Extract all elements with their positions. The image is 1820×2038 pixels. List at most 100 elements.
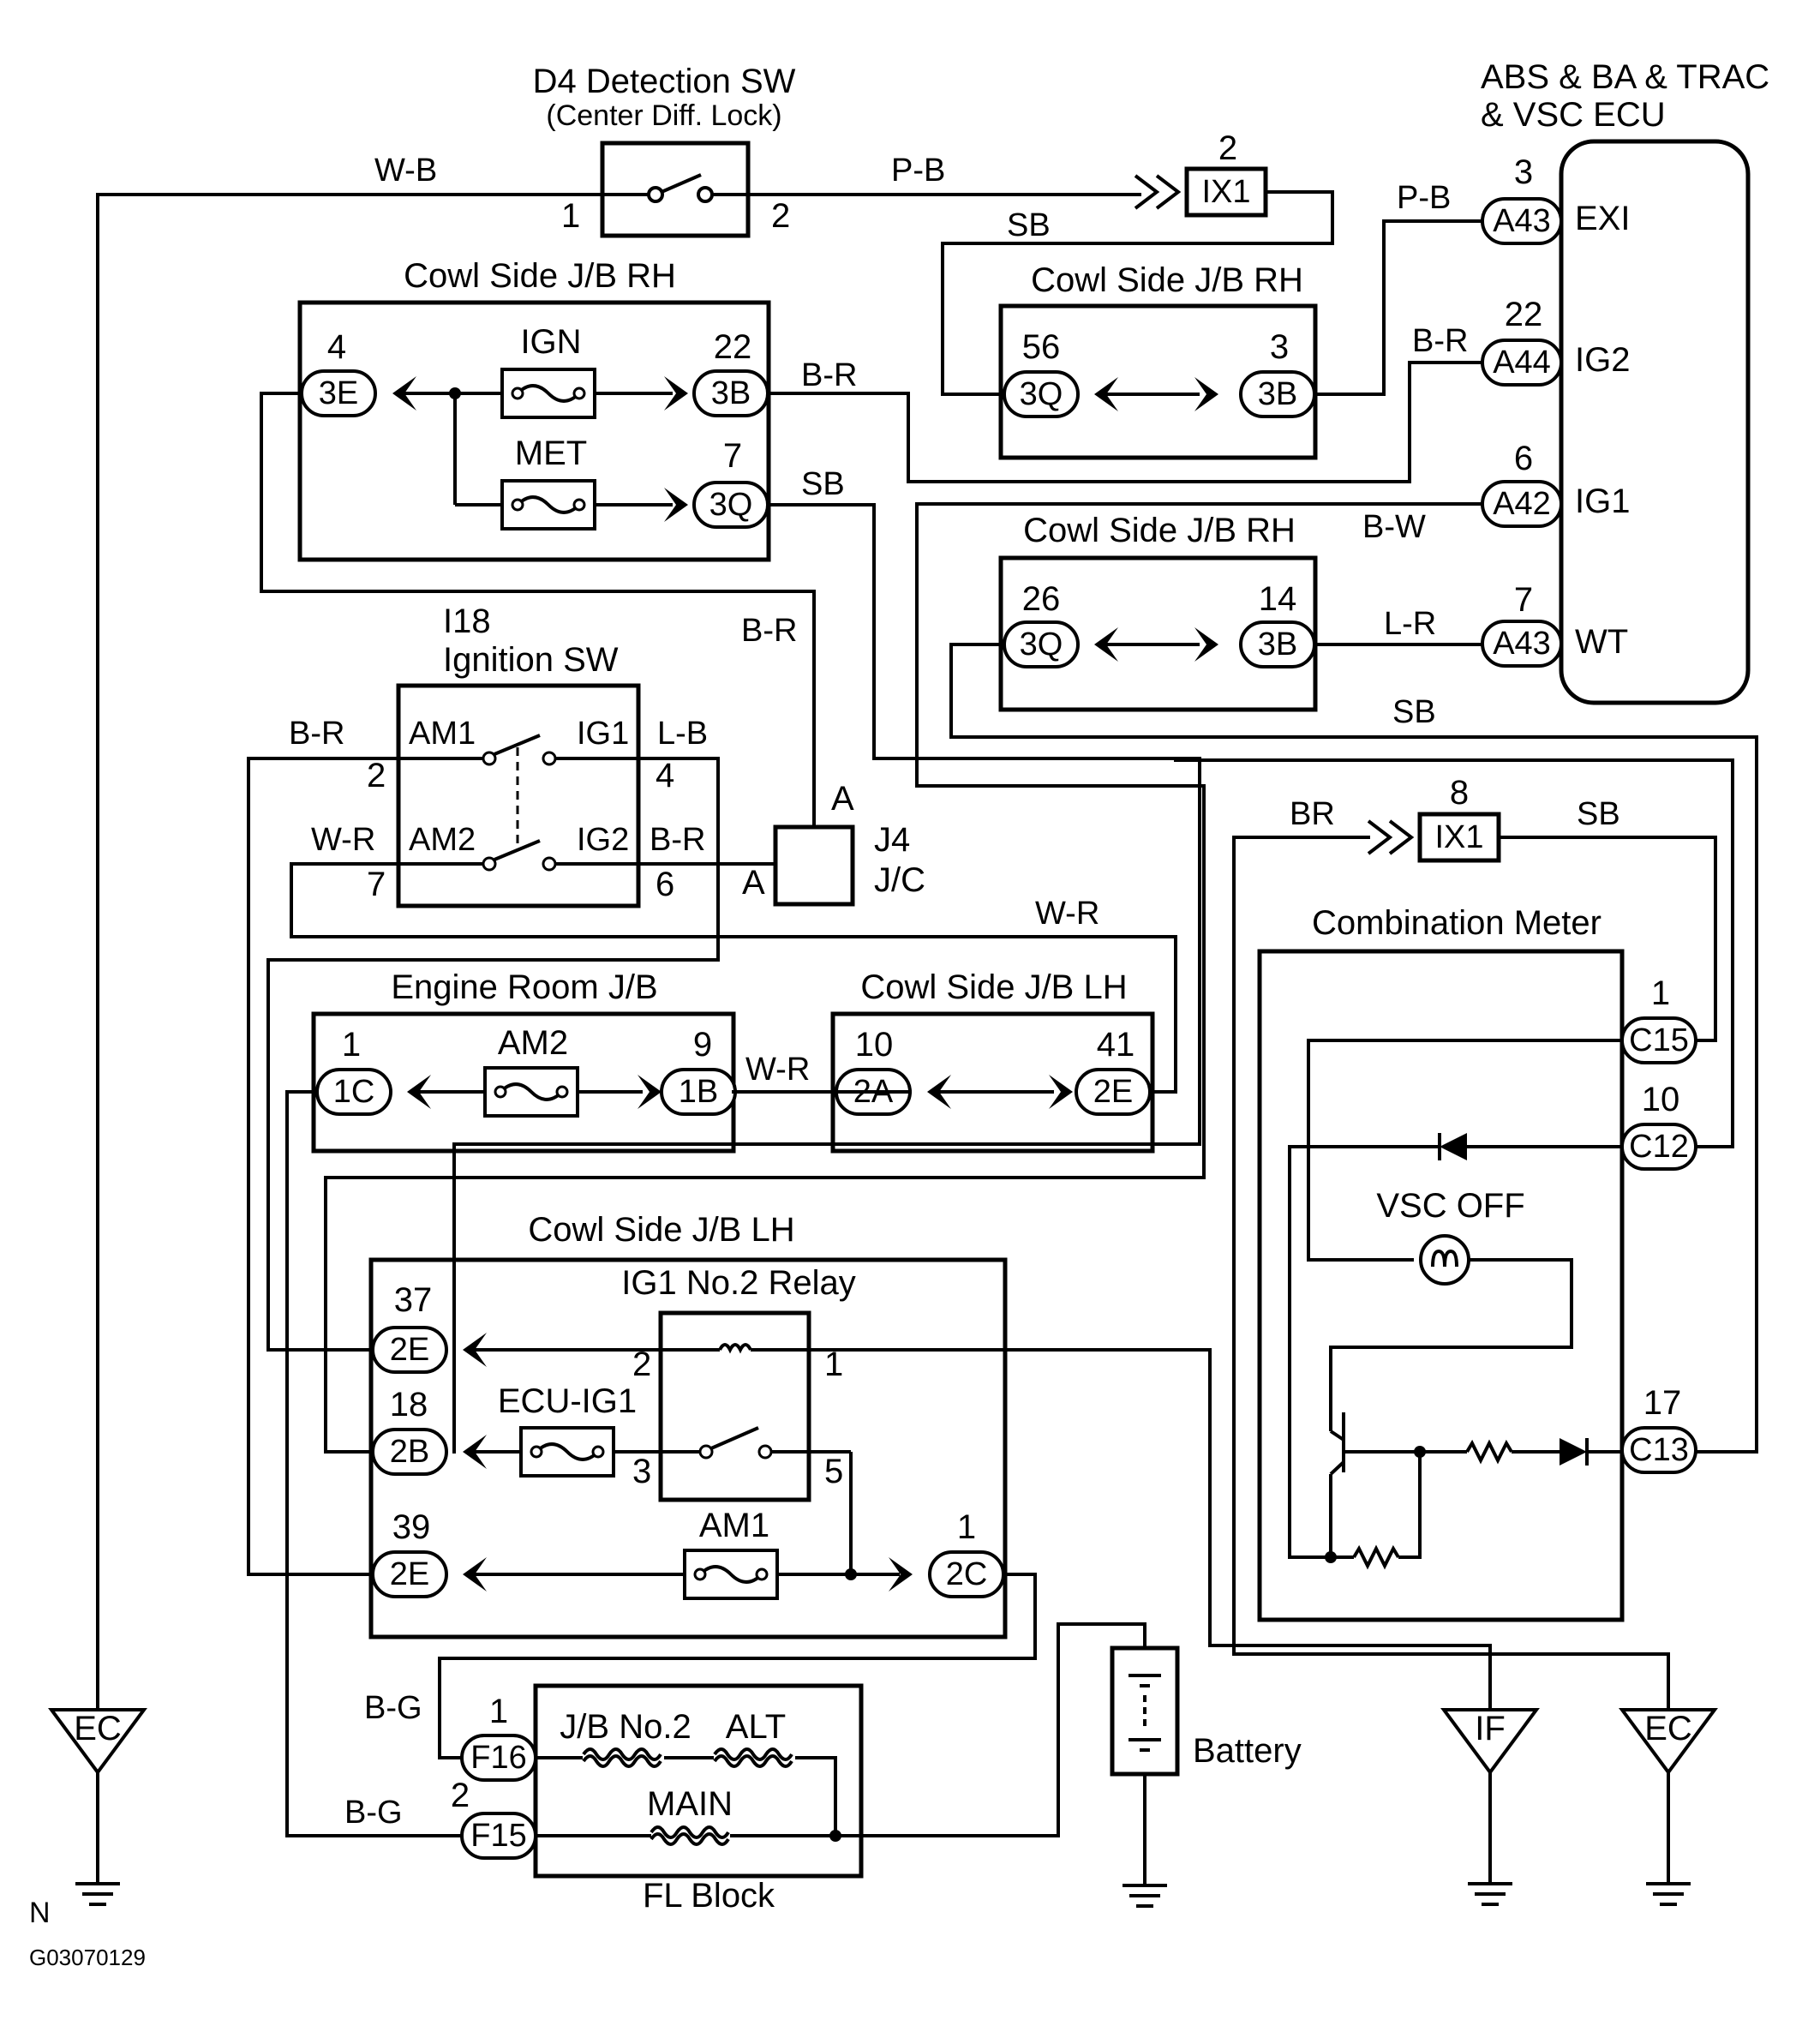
ecu-title-1: ABS & BA & TRAC <box>1481 58 1769 96</box>
svg-text:4: 4 <box>656 757 674 794</box>
svg-text:B-R: B-R <box>1412 323 1468 359</box>
svg-text:A43: A43 <box>1493 626 1551 662</box>
svg-text:3: 3 <box>1514 153 1533 191</box>
svg-text:C15: C15 <box>1629 1022 1689 1058</box>
svg-text:14: 14 <box>1259 580 1297 618</box>
d4-pin1: 1 <box>561 197 580 235</box>
svg-text:2: 2 <box>367 757 386 794</box>
svg-text:Engine Room J/B: Engine Room J/B <box>391 968 657 1006</box>
svg-text:J/C: J/C <box>874 861 925 899</box>
svg-text:SB: SB <box>1392 694 1436 730</box>
svg-text:IG1 No.2 Relay: IG1 No.2 Relay <box>621 1264 855 1302</box>
svg-text:6: 6 <box>656 866 674 903</box>
svg-text:L-B: L-B <box>657 716 708 752</box>
svg-text:2B: 2B <box>390 1434 429 1470</box>
svg-text:F15: F15 <box>470 1818 526 1854</box>
d4-pin2: 2 <box>771 197 790 235</box>
svg-text:2: 2 <box>632 1346 651 1383</box>
footer-letter: N <box>29 1897 51 1929</box>
svg-text:7: 7 <box>723 437 742 475</box>
ecu-pin-wt: A43 7 WT <box>1481 581 1628 668</box>
wires <box>96 190 1758 1837</box>
svg-text:F16: F16 <box>470 1740 526 1776</box>
battery: Battery <box>1110 1645 1302 1777</box>
svg-text:IGN: IGN <box>520 323 581 361</box>
svg-text:EC: EC <box>74 1710 122 1747</box>
d4-title-1: D4 Detection SW <box>533 63 796 100</box>
svg-text:A: A <box>742 864 765 902</box>
ground-if: IF <box>1440 1708 1540 1906</box>
svg-text:W-R: W-R <box>1035 896 1099 932</box>
svg-text:A44: A44 <box>1493 345 1551 381</box>
svg-text:L-R: L-R <box>1384 606 1436 642</box>
svg-text:B-R: B-R <box>289 716 344 752</box>
svg-text:3B: 3B <box>711 375 751 411</box>
svg-text:22: 22 <box>1505 296 1543 333</box>
svg-text:J4: J4 <box>874 821 910 859</box>
svg-text:IG1: IG1 <box>577 716 629 752</box>
ground-ec-right: EC <box>1619 1708 1718 1906</box>
svg-text:6: 6 <box>1514 440 1533 477</box>
svg-text:VSC OFF: VSC OFF <box>1376 1187 1524 1225</box>
svg-text:10: 10 <box>1642 1081 1680 1118</box>
svg-text:1: 1 <box>824 1346 843 1383</box>
svg-text:5: 5 <box>824 1453 843 1490</box>
cowl-jb-rh-2: Cowl Side J/B RH 3Q 56 3B 3 <box>998 261 1318 460</box>
svg-text:10: 10 <box>855 1026 894 1064</box>
svg-text:Battery: Battery <box>1193 1732 1302 1770</box>
svg-text:1: 1 <box>342 1026 361 1064</box>
svg-text:7: 7 <box>367 866 386 903</box>
svg-text:MET: MET <box>515 435 587 472</box>
svg-text:IX1: IX1 <box>1201 174 1250 210</box>
svg-text:AM1: AM1 <box>699 1507 769 1544</box>
svg-text:26: 26 <box>1022 580 1061 618</box>
svg-text:2: 2 <box>1218 129 1237 167</box>
svg-text:W-B: W-B <box>374 153 437 189</box>
svg-text:2C: 2C <box>946 1556 988 1592</box>
svg-text:3B: 3B <box>1258 376 1297 412</box>
svg-text:AM2: AM2 <box>409 822 476 858</box>
svg-text:BR: BR <box>1290 796 1335 832</box>
svg-text:WT: WT <box>1575 623 1628 661</box>
svg-text:Combination Meter: Combination Meter <box>1312 904 1601 942</box>
svg-text:IF: IF <box>1475 1710 1506 1747</box>
svg-text:B-R: B-R <box>801 357 857 393</box>
svg-text:2E: 2E <box>390 1556 429 1592</box>
svg-text:2: 2 <box>451 1777 470 1814</box>
ix1-top-connector: IX1 2 <box>1134 129 1268 218</box>
svg-text:2E: 2E <box>1093 1074 1133 1110</box>
svg-text:3Q: 3Q <box>1020 626 1063 662</box>
svg-text:SB: SB <box>1007 207 1051 243</box>
svg-text:AM1: AM1 <box>409 716 476 752</box>
svg-text:3Q: 3Q <box>709 487 753 523</box>
d4-title-2: (Center Diff. Lock) <box>546 99 781 132</box>
svg-text:IG2: IG2 <box>1575 341 1630 379</box>
svg-text:1C: 1C <box>333 1074 375 1110</box>
svg-text:3Q: 3Q <box>1020 376 1063 412</box>
svg-text:17: 17 <box>1643 1384 1682 1422</box>
svg-text:Ignition SW: Ignition SW <box>443 641 619 679</box>
svg-text:SB: SB <box>1577 796 1620 832</box>
svg-text:B-R: B-R <box>650 822 705 858</box>
svg-text:EXI: EXI <box>1575 200 1630 237</box>
svg-text:39: 39 <box>392 1508 431 1546</box>
ground-ec-left: EC <box>48 1708 147 1906</box>
fl-block: FL Block F16 1 F15 2 J/B No.2 ALT MAIN <box>451 1683 864 1915</box>
svg-text:56: 56 <box>1022 328 1061 366</box>
svg-text:I18: I18 <box>443 602 491 640</box>
combination-meter: Combination Meter C15 1 C12 10 C13 17 VS… <box>1257 904 1697 1622</box>
svg-text:SB: SB <box>801 466 845 502</box>
svg-text:1: 1 <box>1651 974 1670 1012</box>
svg-text:W-R: W-R <box>311 822 375 858</box>
svg-text:IG2: IG2 <box>577 822 629 858</box>
svg-text:A: A <box>831 780 854 818</box>
svg-text:1B: 1B <box>679 1074 718 1110</box>
cowl-jb-lh-1: Cowl Side J/B LH 2A 10 2E 41 <box>830 968 1155 1154</box>
svg-text:AM2: AM2 <box>498 1024 568 1062</box>
svg-text:A43: A43 <box>1493 203 1551 239</box>
svg-text:3E: 3E <box>319 375 358 411</box>
svg-text:1: 1 <box>957 1508 976 1546</box>
svg-text:C12: C12 <box>1629 1129 1689 1165</box>
svg-text:8: 8 <box>1450 774 1469 812</box>
